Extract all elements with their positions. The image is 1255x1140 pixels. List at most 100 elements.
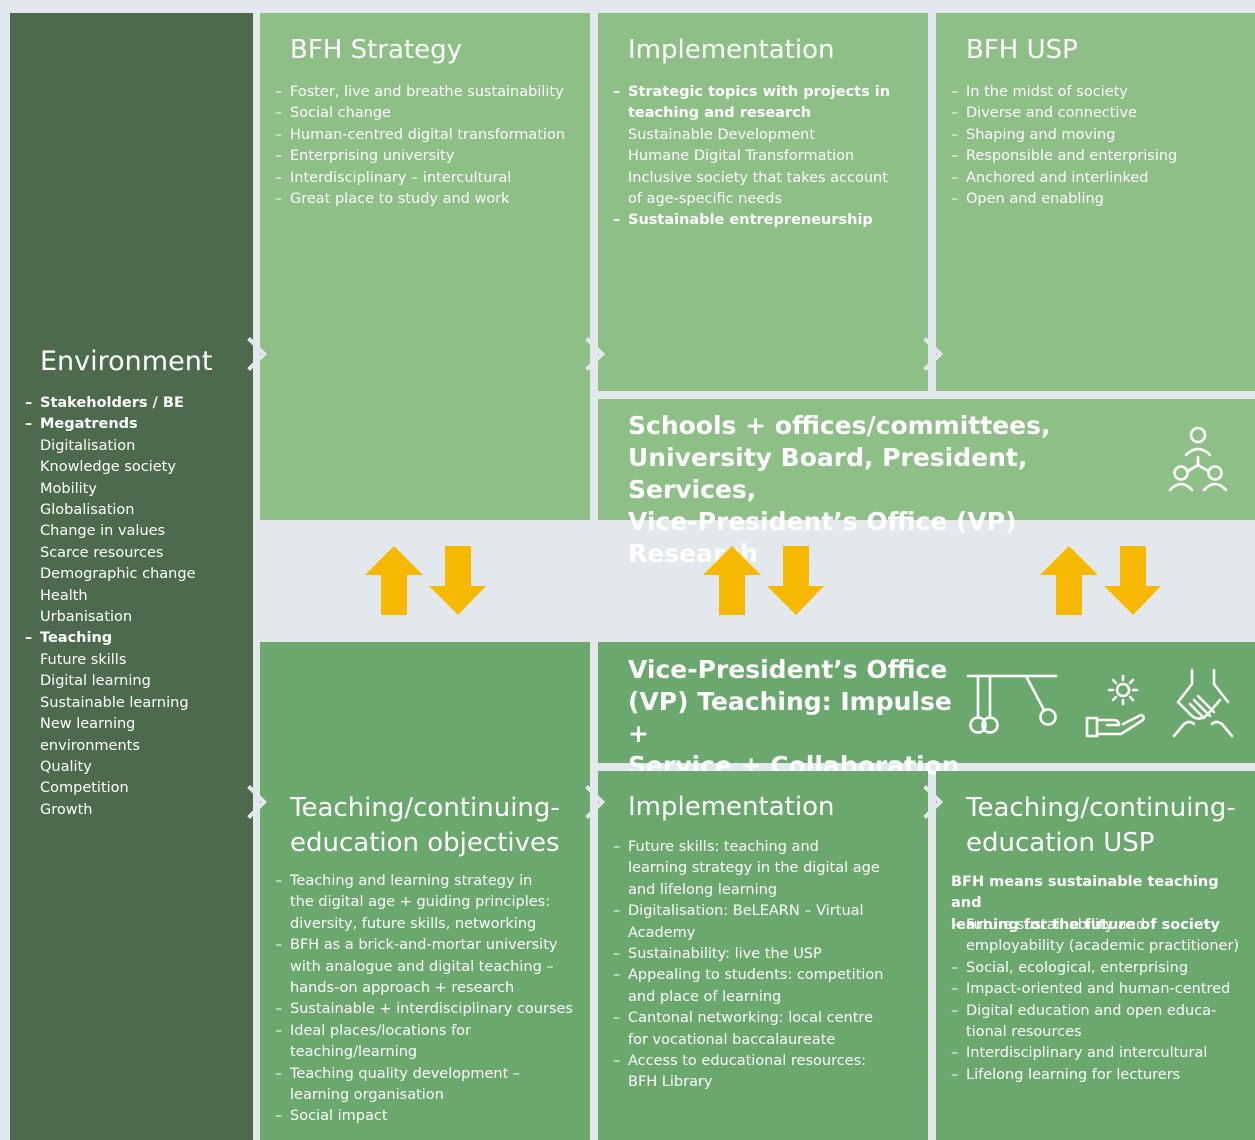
handshake-icon	[1172, 668, 1234, 738]
list-item: Digital education and open educa-	[951, 1001, 1255, 1023]
environment-title: Environment	[40, 346, 213, 377]
list-item: teaching and research	[628, 105, 812, 122]
teaching-usp-panel: Teaching/continuing- education USP BFH m…	[936, 771, 1255, 1140]
list-item: In the midst of society	[951, 82, 1251, 104]
list-item: Scarce resources	[40, 544, 164, 561]
list-item: Quality	[40, 758, 92, 775]
list-item: environments	[40, 737, 140, 754]
list-item: Demographic change	[40, 566, 196, 583]
teaching-usp-title: Teaching/continuing- education USP	[966, 791, 1236, 861]
list-item: Sustainable Development	[628, 126, 815, 143]
list-item: diversity, future skills, networking	[290, 915, 537, 932]
hand-gear-icon	[1085, 674, 1145, 738]
list-item: Mobility	[40, 480, 97, 497]
list-item: Sustainable learning	[40, 694, 189, 711]
list-item: Great place to study and work	[275, 189, 580, 211]
people-network-icon	[1168, 426, 1228, 492]
list-item: Interdisciplinary – intercultural	[275, 168, 580, 190]
list-item: Responsible and enterprising	[951, 146, 1251, 168]
objectives-title: Teaching/continuing- education objective…	[290, 791, 560, 861]
list-item: Academy	[628, 924, 696, 941]
list-item: Strategic topics with projects in	[613, 82, 918, 104]
list-item: learning strategy in the digital age	[628, 860, 880, 877]
up-down-arrows-icon	[365, 546, 486, 615]
list-item: with analogue and digital teaching –	[290, 958, 554, 975]
list-item: Sustainable entrepreneurship	[613, 210, 918, 232]
usp-title: BFH USP	[966, 35, 1078, 65]
list-item: Future skills: teaching and	[613, 837, 918, 859]
usp-list: In the midst of societyDiverse and conne…	[951, 82, 1251, 211]
list-item: Growth	[40, 801, 93, 818]
list-item: Globalisation	[40, 502, 135, 519]
implementation-bottom-panel: Implementation Future skills: teaching a…	[598, 771, 928, 1140]
list-item: Change in values	[40, 523, 166, 540]
list-item: teaching/learning	[290, 1044, 418, 1061]
list-item: Teaching	[25, 628, 245, 650]
list-item: hands-on approach + research	[290, 980, 515, 997]
list-item: BFH as a brick-and-mortar university	[275, 935, 587, 957]
vp-teaching-line-1: Vice-President’s Office	[628, 655, 948, 684]
list-item: Competition	[40, 780, 129, 797]
schools-panel: Schools + offices/committees, University…	[598, 399, 1255, 568]
list-item: Future sustainability and	[951, 915, 1255, 937]
usp-panel: BFH USP In the midst of societyDiverse a…	[936, 13, 1255, 391]
list-item: employability (academic practitioner)	[966, 938, 1240, 955]
up-down-arrows-icon	[1040, 546, 1161, 615]
list-item: Digitalisation: BeLEARN – Virtual	[613, 901, 918, 923]
list-item: Social change	[275, 103, 580, 125]
implementation-top-panel: Implementation Strategic topics with pro…	[598, 13, 928, 391]
environment-list: Stakeholders / BEMegatrendsDigitalisatio…	[25, 393, 245, 821]
list-item: New learning	[40, 716, 136, 733]
list-item: and lifelong learning	[628, 881, 778, 898]
schools-line-2: University Board, President, Services,	[628, 443, 1028, 504]
list-item: the digital age + guiding principles:	[290, 894, 551, 911]
list-item: Sustainability: live the USP	[613, 944, 918, 966]
list-item: Shaping and moving	[951, 125, 1251, 147]
list-item: Interdisciplinary and intercultural	[951, 1043, 1255, 1065]
list-item: Appealing to students: competition	[613, 965, 918, 987]
list-item: Impact-oriented and human-centred	[951, 979, 1255, 1001]
objectives-panel: Teaching/continuing- education objective…	[260, 642, 590, 1140]
list-item: Urbanisation	[40, 609, 133, 626]
newtons-cradle-icon	[966, 674, 1058, 734]
objectives-title-line-2: education objectives	[290, 828, 560, 858]
teaching-usp-title-line-2: education USP	[966, 828, 1155, 858]
list-item: BFH Library	[628, 1074, 713, 1091]
up-down-arrows-icon	[703, 546, 824, 615]
list-item: Access to educational resources:	[613, 1051, 918, 1073]
teaching-usp-title-line-1: Teaching/continuing-	[966, 793, 1236, 823]
list-item: for vocational baccalaureate	[628, 1031, 836, 1048]
list-item: Stakeholders / BE	[25, 393, 245, 415]
list-item: Diverse and connective	[951, 103, 1251, 125]
list-item: Health	[40, 587, 88, 604]
list-item: Knowledge society	[40, 459, 176, 476]
environment-panel: Environment Stakeholders / BEMegatrendsD…	[10, 13, 253, 1140]
list-item: Lifelong learning for lecturers	[951, 1065, 1255, 1087]
list-item: Open and enabling	[951, 189, 1251, 211]
list-item: of age-specific needs	[628, 191, 783, 208]
strategy-panel: BFH Strategy Foster, live and breathe su…	[260, 13, 590, 520]
schools-line-1: Schools + offices/committees,	[628, 411, 1051, 440]
implementation-top-list: Strategic topics with projects inteachin…	[613, 82, 918, 232]
vp-teaching-title: Vice-President’s Office (VP) Teaching: I…	[628, 654, 968, 782]
strategy-title: BFH Strategy	[290, 35, 463, 65]
schools-title: Schools + offices/committees, University…	[628, 410, 1148, 570]
list-item: and place of learning	[628, 988, 782, 1005]
list-item: Anchored and interlinked	[951, 168, 1251, 190]
list-item: Social, ecological, enterprising	[951, 958, 1255, 980]
list-item: Digital learning	[40, 673, 151, 690]
list-item: Humane Digital Transformation	[628, 148, 855, 165]
vp-teaching-line-2: (VP) Teaching: Impulse +	[628, 687, 952, 748]
objectives-title-line-1: Teaching/continuing-	[290, 793, 560, 823]
vp-teaching-panel: Vice-President’s Office (VP) Teaching: I…	[598, 642, 1255, 780]
list-item: learning organisation	[290, 1087, 444, 1104]
list-item: Future skills	[40, 651, 127, 668]
list-item: Social impact	[275, 1106, 587, 1128]
list-item: Enterprising university	[275, 146, 580, 168]
list-item: Teaching quality development –	[275, 1064, 587, 1086]
schools-line-3: Vice-President’s Office (VP) Research	[628, 507, 1017, 568]
teaching-usp-lead-line-1: BFH means sustainable teaching and	[951, 874, 1219, 912]
